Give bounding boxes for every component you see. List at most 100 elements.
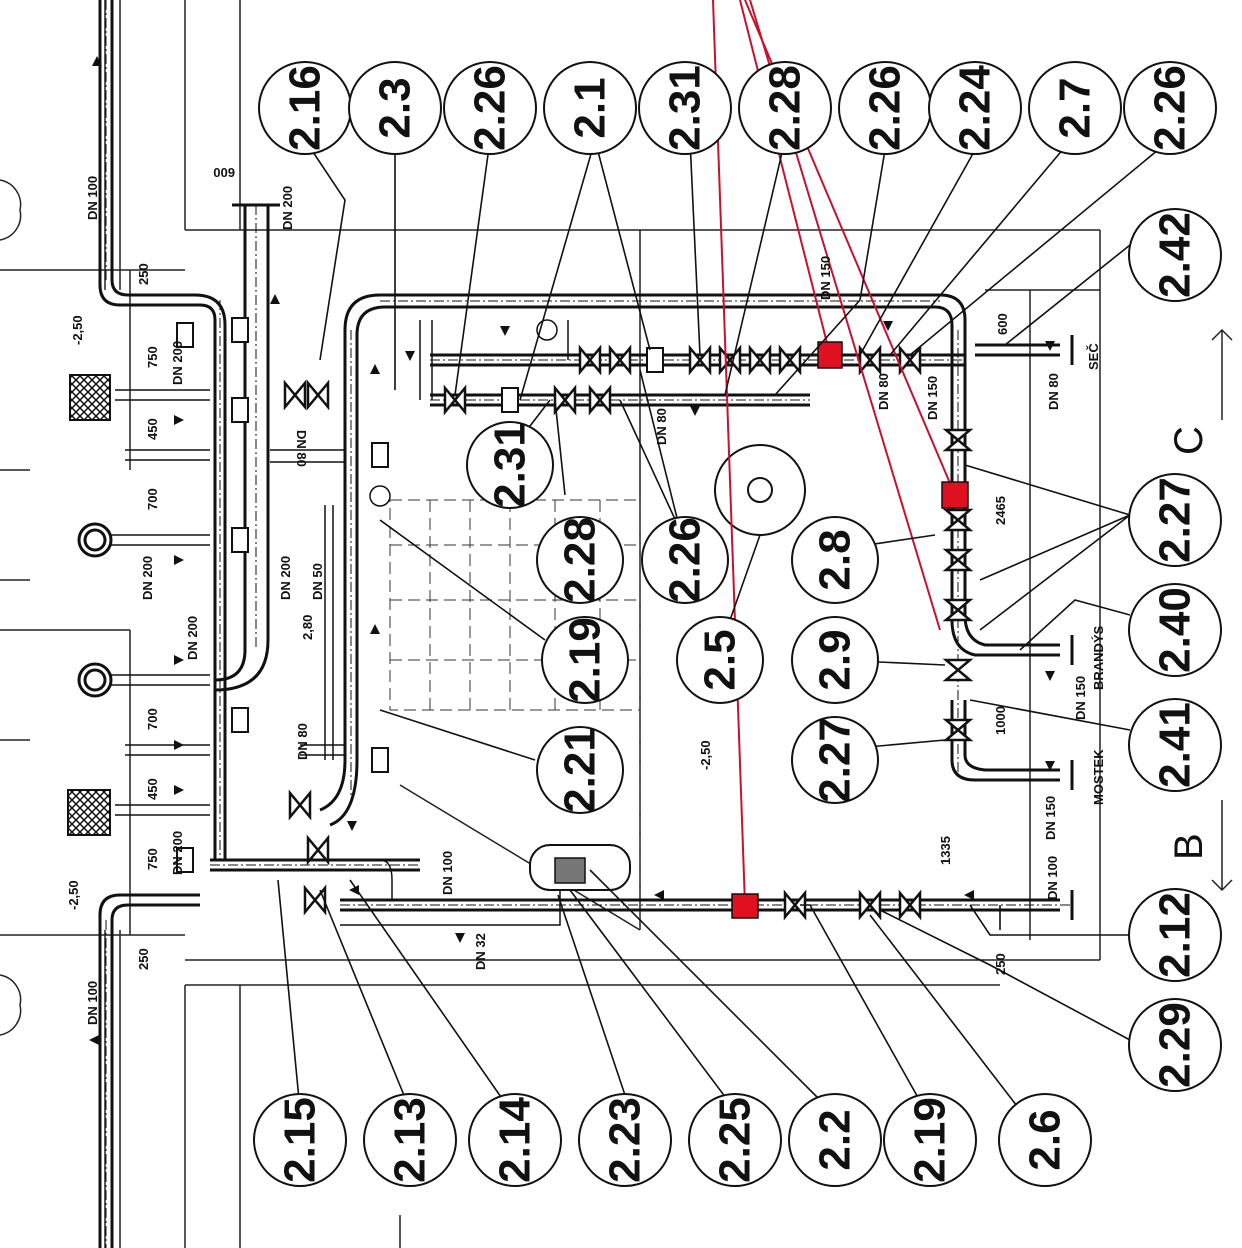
callout-label: 2.7 xyxy=(1051,77,1100,138)
pipe-label: DN 80 xyxy=(1046,373,1061,410)
flange-icon xyxy=(176,322,194,348)
callout-circle xyxy=(641,516,729,604)
flow-arrow-icon xyxy=(347,821,357,831)
flow-arrow-icon xyxy=(883,321,893,331)
elevation: -2,50 xyxy=(70,315,85,345)
pipe-label: DN 200 xyxy=(280,186,295,230)
pipe-label: DN 100 xyxy=(85,981,100,1025)
flange-icon xyxy=(231,317,249,343)
callout-label: 2.26 xyxy=(466,65,515,151)
dimension-labels: 600 250 750 450 700 700 450 750 250 2465… xyxy=(136,165,1010,975)
dimension: 600 xyxy=(213,165,235,180)
dimension: 600 xyxy=(995,313,1010,335)
elevation-labels: -2,50 -2,50 -2,50 xyxy=(66,315,713,910)
flange-icon xyxy=(371,747,389,773)
flow-arrow-icon xyxy=(174,785,184,795)
callout-circle xyxy=(578,1093,672,1187)
flow-arrow-icon xyxy=(174,655,184,665)
pipe-label: DN 150 xyxy=(818,256,833,300)
flange-icon xyxy=(371,442,389,468)
callout-circle xyxy=(1128,208,1222,302)
valve-icon xyxy=(588,384,612,416)
dimension: 750 xyxy=(145,848,160,870)
callout-label: 2.26 xyxy=(861,65,910,151)
flow-arrow-icon xyxy=(405,351,415,361)
callout-circle xyxy=(998,1093,1092,1187)
callout-label: 2.41 xyxy=(1151,702,1200,788)
callout-circle xyxy=(363,1093,457,1187)
valve-icon xyxy=(283,379,307,411)
valve-icon xyxy=(306,379,330,411)
flow-arrow-icon xyxy=(370,624,380,634)
pipe-label: DN 80 xyxy=(294,430,309,467)
pipe-end-caps xyxy=(77,203,1074,920)
pipe-label: DN 150 xyxy=(925,376,940,420)
callout-circle xyxy=(1123,61,1217,155)
flow-arrow-icon xyxy=(964,890,974,900)
flow-arrow-icon xyxy=(654,890,664,900)
callout-circle xyxy=(1128,998,1222,1092)
callout-circle xyxy=(1128,888,1222,982)
callout-label: 2.23 xyxy=(601,1097,650,1183)
callout-label: 2.2 xyxy=(811,1109,860,1170)
callout-circle xyxy=(1128,583,1222,677)
callout-label: 2.27 xyxy=(811,717,860,803)
valve-icon xyxy=(942,598,974,622)
dimension: 450 xyxy=(145,778,160,800)
callout-label: 2.42 xyxy=(1151,212,1200,298)
callout-label: 2.31 xyxy=(661,65,710,151)
valve-icon xyxy=(608,344,632,376)
pipe-network xyxy=(98,0,1070,1248)
callout-circle xyxy=(928,61,1022,155)
destination-labels: SEČ BRANDÝS MOSTEK xyxy=(1086,343,1106,805)
callout-label: 2.25 xyxy=(711,1097,760,1183)
callout-circle xyxy=(468,1093,562,1187)
callout-circle xyxy=(541,616,629,704)
section-mark-c: C xyxy=(1167,426,1211,455)
callout-circle xyxy=(791,716,879,804)
callout-circle xyxy=(788,1093,882,1187)
flow-arrow-icon xyxy=(690,406,700,416)
pipe-label: DN 80 xyxy=(876,373,891,410)
flange-icon xyxy=(231,707,249,733)
flange-icon xyxy=(231,527,249,553)
valve-icon xyxy=(748,344,772,376)
flow-arrow-icon xyxy=(92,56,102,66)
callout-circle xyxy=(1028,61,1122,155)
callout-circle xyxy=(536,726,624,814)
pipe-label: DN 150 xyxy=(1073,676,1088,720)
highlight-markers xyxy=(731,341,969,919)
pipe-label: DN 150 xyxy=(1043,796,1058,840)
section-marks: C B xyxy=(1167,328,1233,892)
valve-symbols xyxy=(176,317,974,921)
callout-circle xyxy=(536,516,624,604)
pipe-label: DN 200 xyxy=(140,556,155,600)
callout-label: 2.28 xyxy=(556,517,605,603)
pipe-label: DN 200 xyxy=(170,341,185,385)
flow-arrow-icon xyxy=(500,326,510,336)
flange-icon xyxy=(231,397,249,423)
hatched-pumps xyxy=(67,374,111,836)
flow-arrow-icon xyxy=(174,415,184,425)
valve-icon xyxy=(306,834,330,866)
callout-circle xyxy=(466,421,554,509)
valve-icon xyxy=(898,344,922,376)
pipe-label: DN 80 xyxy=(654,408,669,445)
valve-icon xyxy=(858,889,882,921)
callout-label: 2.6 xyxy=(1021,1109,1070,1170)
filter-tank xyxy=(529,444,806,891)
pipe-label: DN 200 xyxy=(170,831,185,875)
elevation: -2,50 xyxy=(66,880,81,910)
flow-arrow-icon xyxy=(270,294,280,304)
valve-icon xyxy=(288,789,312,821)
dimension: 2,80 xyxy=(300,615,315,640)
flange-icon xyxy=(176,847,194,873)
flow-arrow-icon xyxy=(174,555,184,565)
dimension: 2465 xyxy=(993,496,1008,525)
callout-label: 2.26 xyxy=(1146,65,1195,151)
callout-circle xyxy=(883,1093,977,1187)
pipe-label: DN 200 xyxy=(185,616,200,660)
pipe-label: DN 32 xyxy=(473,933,488,970)
